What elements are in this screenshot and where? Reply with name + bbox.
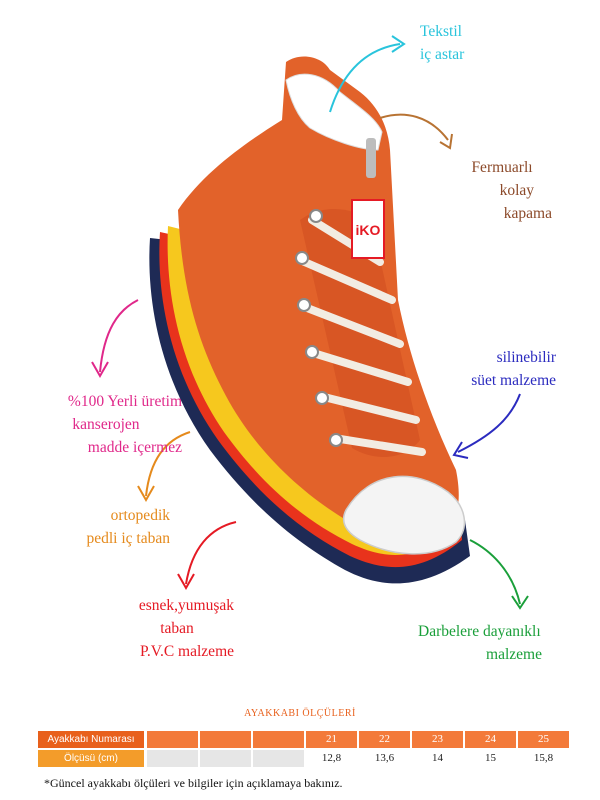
size-row: Ayakkabı Numarası 21 22 23 24 25 — [38, 731, 571, 748]
length-cell: 14 — [412, 750, 463, 767]
arrow-tekstil-icon — [329, 35, 406, 113]
label-suet: silinebilir süet malzeme — [440, 346, 556, 392]
arrow-fermuar-icon — [379, 113, 453, 150]
label-tekstil: Tekstil iç astar — [420, 20, 464, 66]
eyelets — [295, 209, 343, 447]
label-yerli-line1: %100 Yerli üretim — [67, 393, 182, 410]
length-cell: 12,8 — [306, 750, 357, 767]
shoe-lining — [285, 73, 383, 151]
label-suet-line2: süet malzeme — [471, 372, 556, 389]
size-cell: 25 — [518, 731, 569, 748]
length-cell: 15,8 — [518, 750, 569, 767]
size-cell — [147, 731, 198, 748]
label-yerli-line2: kanserojen — [72, 416, 140, 433]
footnote: *Güncel ayakkabı ölçüleri ve bilgiler iç… — [44, 776, 343, 790]
arrows-layer — [91, 35, 529, 610]
size-cell — [253, 731, 304, 748]
size-cell: 21 — [306, 731, 357, 748]
length-cell — [147, 750, 198, 767]
size-table-title: AYAKKABI ÖLÇÜLERİ — [244, 708, 356, 719]
label-esnek-line2: taban — [160, 620, 194, 637]
label-esnek: esnek,yumuşak taban P.V.C malzeme — [120, 594, 234, 663]
label-tekstil-line1: Tekstil — [420, 23, 462, 40]
arrow-esnek-icon — [177, 521, 237, 591]
length-cell: 13,6 — [359, 750, 410, 767]
label-fermuar-line3: kapama — [503, 205, 552, 222]
size-cell — [200, 731, 251, 748]
length-cell: 15 — [465, 750, 516, 767]
arrow-ortopedik-icon — [137, 431, 191, 503]
length-cell — [200, 750, 251, 767]
label-esnek-line1: esnek,yumuşak — [138, 597, 234, 614]
label-darbe-line2: malzeme — [486, 646, 542, 663]
length-cell — [253, 750, 304, 767]
brand-tag — [351, 199, 385, 259]
label-esnek-line3: P.V.C malzeme — [140, 643, 234, 660]
label-yerli-line3: madde içermez — [87, 439, 182, 456]
label-suet-line1: silinebilir — [496, 349, 556, 366]
size-cell: 22 — [359, 731, 410, 748]
arrow-yerli-icon — [91, 299, 139, 379]
arrow-darbe-icon — [469, 539, 529, 610]
toe-cap — [342, 475, 466, 555]
size-row-header: Ayakkabı Numarası — [38, 731, 144, 748]
brand-logo: iKO — [356, 222, 381, 238]
laces — [296, 216, 426, 456]
label-darbe-line1: Darbelere dayanıklı — [418, 623, 541, 640]
length-row: Ölçüsü (cm) 12,8 13,6 14 15 15,8 — [38, 750, 571, 767]
label-ortopedik-line2: pedli iç taban — [86, 530, 171, 547]
label-fermuar-line1: Fermuarlı — [471, 159, 533, 176]
zipper — [366, 138, 376, 178]
length-row-header: Ölçüsü (cm) — [38, 750, 144, 767]
label-fermuar-line2: kolay — [499, 182, 534, 199]
label-ortopedik-line1: ortopedik — [110, 507, 170, 524]
label-yerli: %100 Yerli üretim kanserojen madde içerm… — [30, 390, 182, 459]
arrow-suet-icon — [452, 393, 521, 459]
shoe-illustration: iKO — [149, 56, 470, 584]
label-tekstil-line2: iç astar — [420, 46, 465, 63]
size-cell: 24 — [465, 731, 516, 748]
label-darbe: Darbelere dayanıklı malzeme — [418, 620, 558, 666]
label-ortopedik: ortopedik pedli iç taban — [60, 504, 171, 550]
label-fermuar: Fermuarlı kolay kapama — [452, 156, 552, 225]
size-cell: 23 — [412, 731, 463, 748]
